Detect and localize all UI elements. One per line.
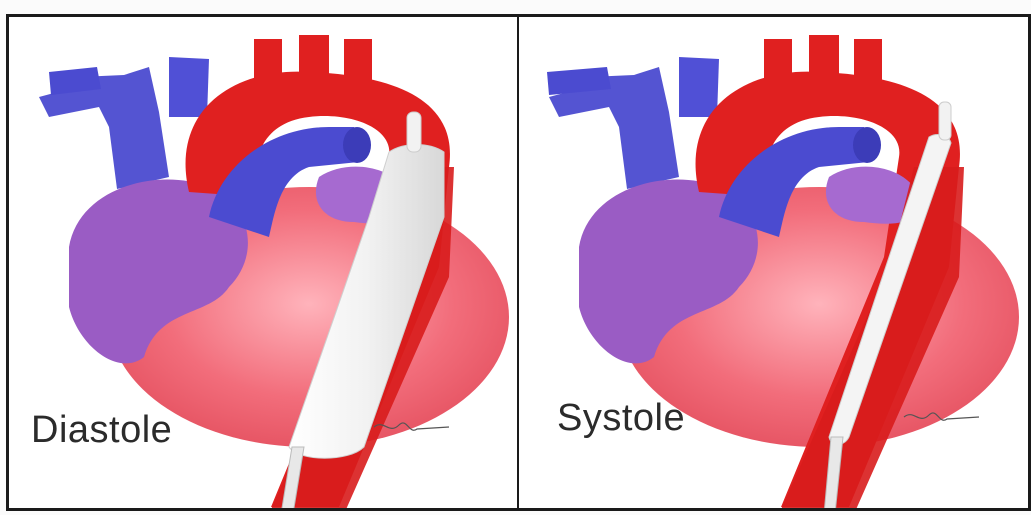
pulmonary-end xyxy=(343,127,371,163)
arch-branch-3 xyxy=(344,39,372,84)
panel-label-systole: Systole xyxy=(557,397,685,440)
diastole-panel: Diastole xyxy=(6,14,520,511)
balloon-tip xyxy=(407,112,421,152)
vein-top xyxy=(169,57,209,117)
arch-branch-3 xyxy=(854,39,882,84)
pulmonary-end xyxy=(853,127,881,163)
arch-branch-1 xyxy=(764,39,792,84)
arch-branch-2 xyxy=(809,35,839,80)
panel-label-diastole: Diastole xyxy=(31,409,172,452)
vein-top xyxy=(679,57,719,117)
arch-branch-2 xyxy=(299,35,329,80)
systole-panel: Systole xyxy=(517,14,1031,511)
balloon-tip xyxy=(939,102,951,140)
arch-branch-1 xyxy=(254,39,282,84)
